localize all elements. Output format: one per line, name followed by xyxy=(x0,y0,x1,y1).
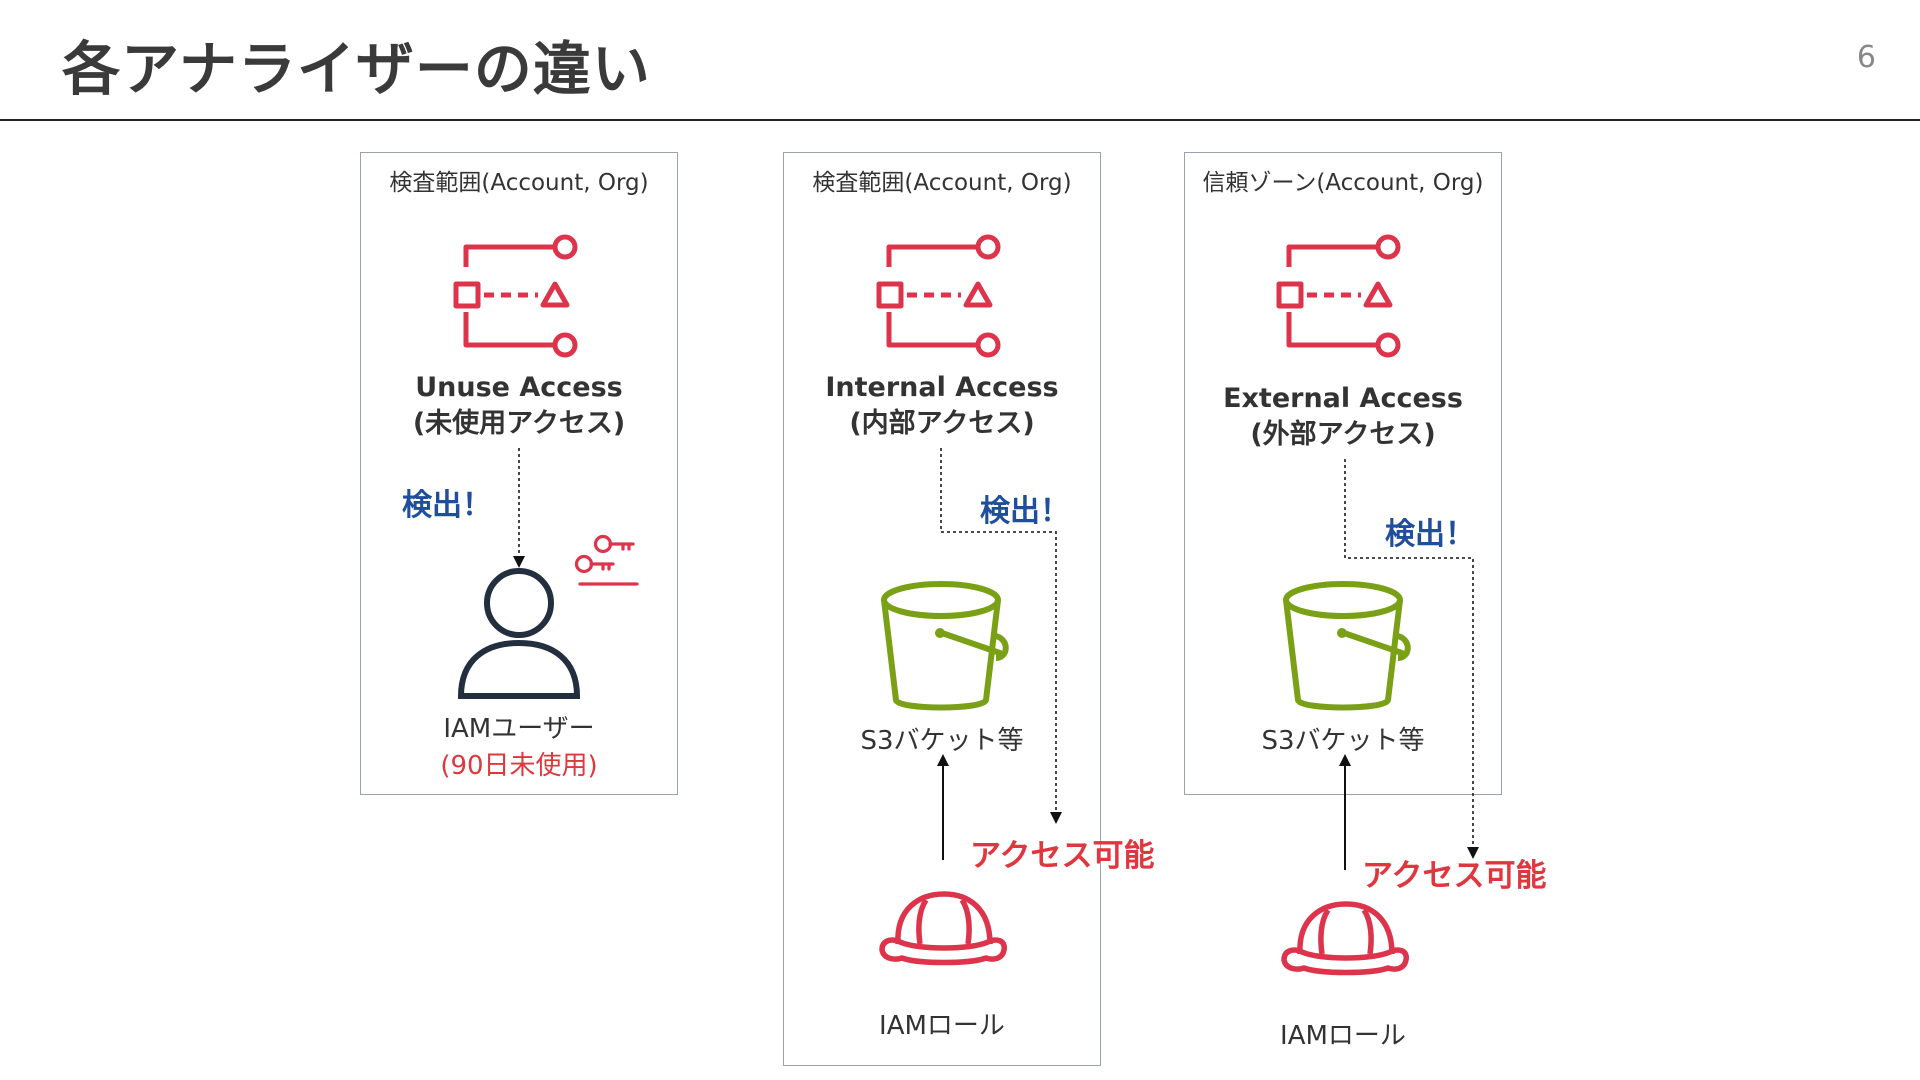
detect-path-external xyxy=(1344,459,1479,859)
role-label: IAMロール xyxy=(879,1011,1005,1041)
page-number: 6 xyxy=(1856,40,1876,75)
access-possible-label: アクセス可能 xyxy=(1362,858,1547,894)
analyzer-name: Internal Access (内部アクセス) xyxy=(792,370,1092,442)
analyzer-subtitle: (未使用アクセス) xyxy=(412,408,626,439)
detect-label: 検出！ xyxy=(980,494,1070,529)
helmet-icon xyxy=(879,891,1007,966)
analyzer-icon xyxy=(876,234,1001,358)
s3-bucket-icon xyxy=(1283,581,1411,711)
analyzer-icon xyxy=(453,234,578,358)
detect-path-internal xyxy=(940,448,1062,824)
analyzer-name: Unuse Access (未使用アクセス) xyxy=(369,370,669,442)
analyzer-title: Unuse Access xyxy=(415,372,623,403)
s3-bucket-icon xyxy=(881,581,1009,711)
panel-external-access: 信頼ゾーン(Account, Org) xyxy=(1184,152,1502,795)
analyzer-name: External Access (外部アクセス) xyxy=(1193,381,1493,453)
scope-label: 検査範囲(Account, Org) xyxy=(389,170,649,196)
analyzer-subtitle: (内部アクセス) xyxy=(849,408,1035,439)
detect-label: 検出！ xyxy=(1385,517,1475,552)
role-label: IAMロール xyxy=(1280,1021,1406,1051)
header-divider xyxy=(0,119,1920,121)
resource-label: S3バケット等 xyxy=(860,726,1024,756)
slide-title: 各アナライザーの違い xyxy=(62,35,651,103)
analyzer-title: Internal Access xyxy=(825,372,1059,403)
helmet-icon xyxy=(1281,901,1409,976)
analyzer-title: External Access xyxy=(1223,383,1463,414)
unused-duration-label: (90日未使用) xyxy=(440,751,598,781)
keys-icon xyxy=(574,534,639,586)
access-possible-label: アクセス可能 xyxy=(970,838,1155,874)
analyzer-icon xyxy=(1276,234,1401,358)
user-icon xyxy=(457,568,581,699)
trust-zone-label: 信頼ゾーン(Account, Org) xyxy=(1202,170,1484,196)
resource-label: IAMユーザー xyxy=(443,714,595,744)
panel-internal-access: 検査範囲(Account, Org) xyxy=(783,152,1101,1066)
analyzer-subtitle: (外部アクセス) xyxy=(1250,419,1436,450)
resource-label: S3バケット等 xyxy=(1261,726,1425,756)
scope-label: 検査範囲(Account, Org) xyxy=(812,170,1072,196)
detect-label: 検出！ xyxy=(402,488,492,523)
